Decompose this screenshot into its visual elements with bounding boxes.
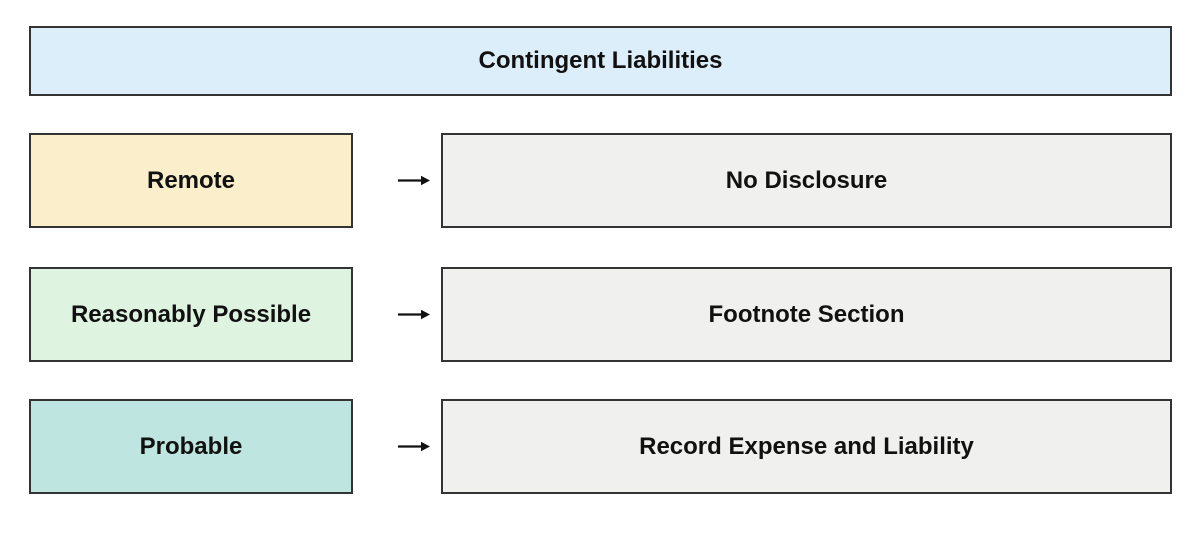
row-reasonably-possible: Reasonably Possible Footnote Section [29,267,1172,362]
row-probable: Probable Record Expense and Liability [29,399,1172,494]
title-box: Contingent Liabilities [29,26,1172,96]
row-remote: Remote No Disclosure [29,133,1172,228]
result-label: Record Expense and Liability [639,432,974,460]
likelihood-label: Reasonably Possible [70,300,312,328]
likelihood-label: Remote [146,166,236,194]
result-label: No Disclosure [725,166,888,194]
arrow-right-icon [369,133,459,228]
result-box-record-expense-liability: Record Expense and Liability [441,399,1172,494]
result-box-footnote-section: Footnote Section [441,267,1172,362]
likelihood-box-probable: Probable [29,399,353,494]
likelihood-label: Probable [139,432,243,460]
likelihood-box-reasonably-possible: Reasonably Possible [29,267,353,362]
result-box-no-disclosure: No Disclosure [441,133,1172,228]
result-label: Footnote Section [708,300,905,328]
likelihood-box-remote: Remote [29,133,353,228]
diagram-title: Contingent Liabilities [478,47,723,74]
arrow-right-icon [369,267,459,362]
arrow-right-icon [369,399,459,494]
